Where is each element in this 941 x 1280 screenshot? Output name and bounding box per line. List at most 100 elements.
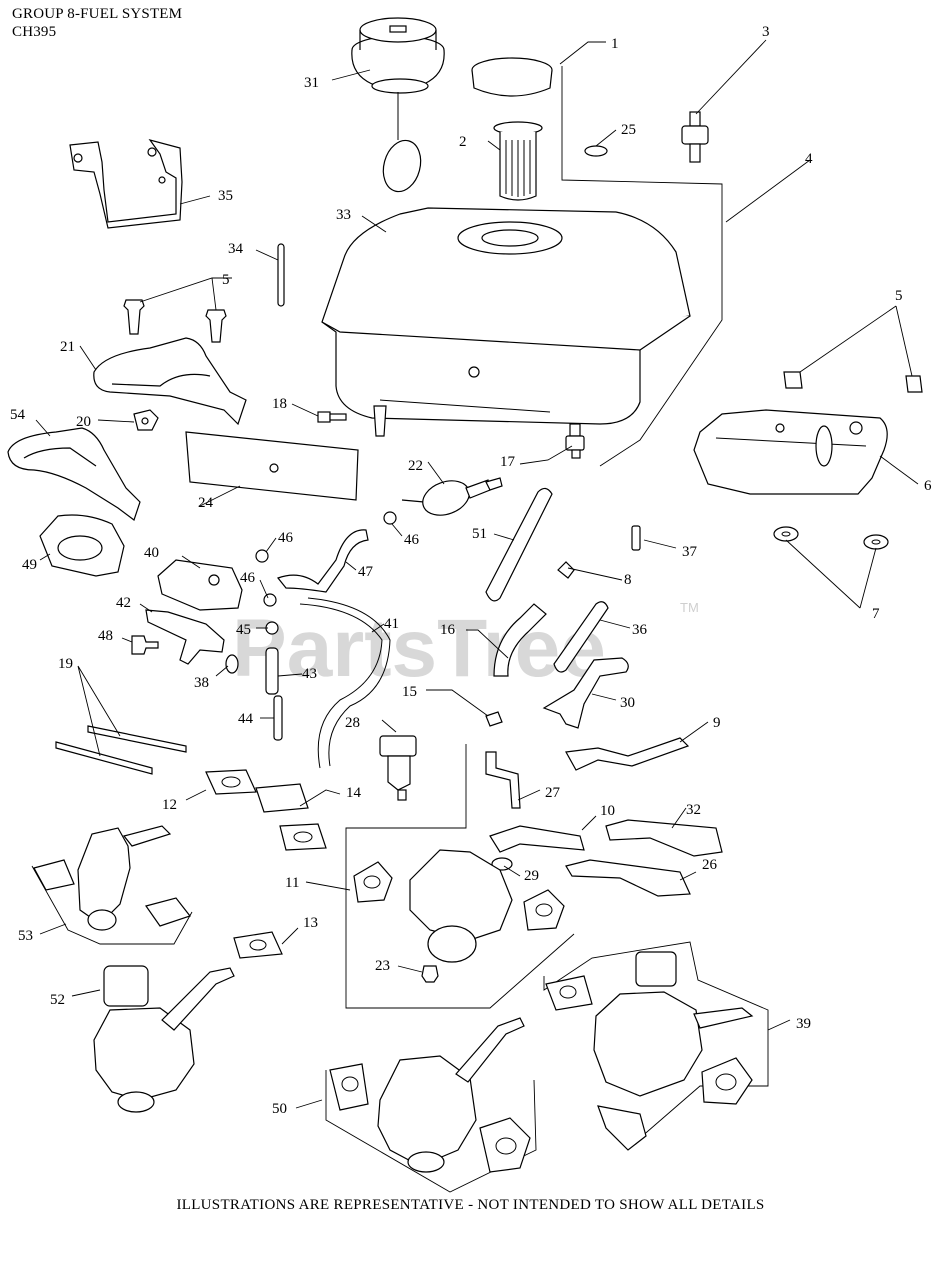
callout-46c: 46 <box>240 570 256 586</box>
callout-45: 45 <box>236 622 251 638</box>
callout-46: 46 <box>278 530 294 546</box>
callout-5-right: 5 <box>895 288 903 304</box>
callout-13: 13 <box>303 915 318 931</box>
callout-54: 54 <box>10 407 26 423</box>
model-number: CH395 <box>12 24 57 40</box>
callout-39: 39 <box>796 1016 811 1032</box>
callout-16: 16 <box>440 622 456 638</box>
callout-31: 31 <box>304 75 319 91</box>
part-pump-49 <box>39 514 125 577</box>
callout-41: 41 <box>384 616 399 632</box>
part-screw-48 <box>131 635 159 655</box>
callout-32: 32 <box>686 802 701 818</box>
callout-22: 22 <box>408 458 423 474</box>
part-filter-22 <box>401 477 503 516</box>
callout-labels: 1 2 3 4 5 5 6 7 8 9 10 11 12 13 14 15 16… <box>10 24 932 1117</box>
part-clamp-46b <box>383 511 397 525</box>
callout-11: 11 <box>285 875 299 891</box>
callout-40: 40 <box>144 545 159 561</box>
callout-9: 9 <box>713 715 721 731</box>
disclaimer-note: ILLUSTRATIONS ARE REPRESENTATIVE - NOT I… <box>176 1197 765 1213</box>
part-clip-15 <box>485 711 503 727</box>
part-washer-25 <box>584 145 608 157</box>
part-valve-28 <box>379 735 417 801</box>
callout-10: 10 <box>600 803 615 819</box>
part-lever-32 <box>605 819 723 857</box>
callout-25: 25 <box>621 122 636 138</box>
callout-26: 26 <box>702 857 718 873</box>
part-carburetor-39 <box>545 951 754 1151</box>
callout-23: 23 <box>375 958 390 974</box>
callout-48: 48 <box>98 628 113 644</box>
callout-37: 37 <box>682 544 698 560</box>
part-carburetor-11 <box>353 849 565 963</box>
part-clip-8 <box>557 561 575 579</box>
callout-14: 14 <box>346 785 362 801</box>
part-nut-20 <box>133 409 159 431</box>
callout-42: 42 <box>116 595 131 611</box>
callout-44: 44 <box>238 711 254 727</box>
callout-35: 35 <box>218 188 233 204</box>
callout-28: 28 <box>345 715 360 731</box>
part-screw-18 <box>317 411 347 423</box>
part-bolts-5 <box>123 299 227 343</box>
callout-6: 6 <box>924 478 932 494</box>
part-fuel-cap-31 <box>351 17 445 193</box>
part-carburetor-50 <box>329 1017 531 1173</box>
callout-29: 29 <box>524 868 539 884</box>
callout-43: 43 <box>302 666 317 682</box>
part-fitting-44 <box>273 695 283 741</box>
callout-30: 30 <box>620 695 635 711</box>
callout-50: 50 <box>272 1101 287 1117</box>
part-lever-26 <box>565 859 691 897</box>
part-washers-7 <box>773 526 889 550</box>
part-clamp-46 <box>255 549 269 563</box>
callout-47: 47 <box>358 564 374 580</box>
part-bracket-40 <box>157 559 243 611</box>
callout-8: 8 <box>624 572 632 588</box>
callout-33: 33 <box>336 207 351 223</box>
callout-2: 2 <box>459 134 467 150</box>
part-cover-6 <box>693 409 888 495</box>
part-rods-19 <box>55 725 187 775</box>
callout-53: 53 <box>18 928 33 944</box>
part-handle-54 <box>7 427 141 521</box>
part-screw-23 <box>421 965 439 983</box>
callout-20: 20 <box>76 414 91 430</box>
part-valve-17 <box>565 423 585 459</box>
callout-1: 1 <box>611 36 619 52</box>
part-washer-38 <box>225 654 239 674</box>
part-washer-29 <box>491 857 513 871</box>
part-linkage-27 <box>485 751 521 809</box>
callout-4: 4 <box>805 151 813 167</box>
group-outline-53 <box>31 865 193 945</box>
callout-21: 21 <box>60 339 75 355</box>
callout-18: 18 <box>272 396 287 412</box>
part-carburetor-52 <box>93 965 235 1113</box>
callout-34: 34 <box>228 241 244 257</box>
callout-19: 19 <box>58 656 73 672</box>
part-carburetor-53 <box>33 825 191 931</box>
group-outline-50 <box>325 1070 537 1193</box>
callout-7: 7 <box>872 606 880 622</box>
watermark-trademark: TM <box>680 600 699 615</box>
callout-27: 27 <box>545 785 561 801</box>
part-fitting-43 <box>265 647 279 695</box>
part-hose-41 <box>299 597 391 769</box>
callout-5: 5 <box>222 272 230 288</box>
part-fitting-37 <box>631 525 641 551</box>
group-outline-4 <box>561 66 723 467</box>
part-handle-21 <box>93 337 247 426</box>
diagram-title: GROUP 8-FUEL SYSTEM <box>12 6 183 22</box>
part-lever-10 <box>489 825 585 853</box>
callout-12: 12 <box>162 797 177 813</box>
callout-38: 38 <box>194 675 209 691</box>
part-lever-9 <box>565 737 690 771</box>
part-rod-34 <box>277 243 285 307</box>
part-bracket-35 <box>69 138 183 229</box>
callout-3: 3 <box>762 24 770 40</box>
part-fuel-valve-3 <box>681 111 709 163</box>
callout-24: 24 <box>198 495 214 511</box>
